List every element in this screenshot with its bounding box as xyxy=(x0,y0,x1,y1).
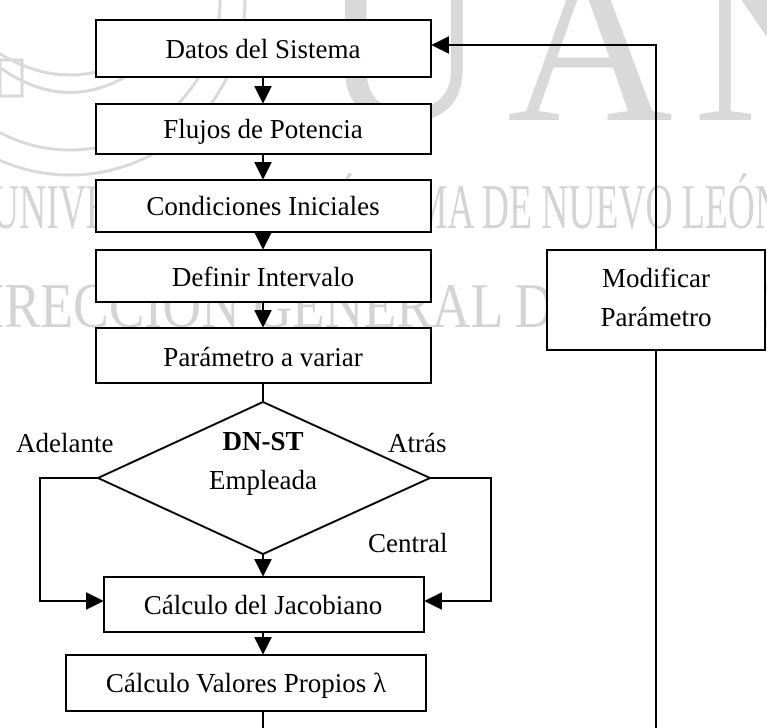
arrow-modificar-to-datos xyxy=(431,36,657,250)
label-modificar-line-1: Modificar xyxy=(602,263,710,293)
label-modificar-line-2: Parámetro xyxy=(601,302,712,332)
label-branch-atras: Atrás xyxy=(388,428,446,458)
label-branch-central: Central xyxy=(368,528,447,558)
box-parametro-a-variar xyxy=(95,327,432,384)
box-datos-del-sistema xyxy=(95,19,432,78)
label-condiciones-iniciales: Condiciones Iniciales xyxy=(146,191,379,221)
box-calculo-valores-propios xyxy=(65,654,427,712)
label-calculo-valores-propios: Cálculo Valores Propios λ xyxy=(106,668,386,698)
label-decision-title: DN-ST xyxy=(222,426,303,456)
arrow-adelante-to-jacobiano xyxy=(39,477,104,610)
label-parametro-a-variar: Parámetro a variar xyxy=(163,342,362,372)
arrow-atras-to-jacobiano xyxy=(424,477,492,610)
box-flujos-de-potencia xyxy=(95,103,432,155)
label-definir-intervalo: Definir Intervalo xyxy=(172,262,354,292)
label-flujos-de-potencia: Flujos de Potencia xyxy=(163,114,362,144)
box-definir-intervalo xyxy=(95,249,432,303)
seal-detail xyxy=(0,58,24,98)
seal-inner-ring xyxy=(0,0,222,152)
label-branch-adelante: Adelante xyxy=(16,428,113,458)
box-calculo-jacobiano xyxy=(103,576,425,633)
label-datos-del-sistema: Datos del Sistema xyxy=(166,34,361,64)
label-calculo-jacobiano: Cálculo del Jacobiano xyxy=(144,590,382,620)
box-modificar-parametro xyxy=(546,249,766,351)
box-condiciones-iniciales xyxy=(95,179,432,233)
label-decision-subtitle: Empleada xyxy=(209,465,317,495)
seal-outer-ring xyxy=(0,0,247,177)
